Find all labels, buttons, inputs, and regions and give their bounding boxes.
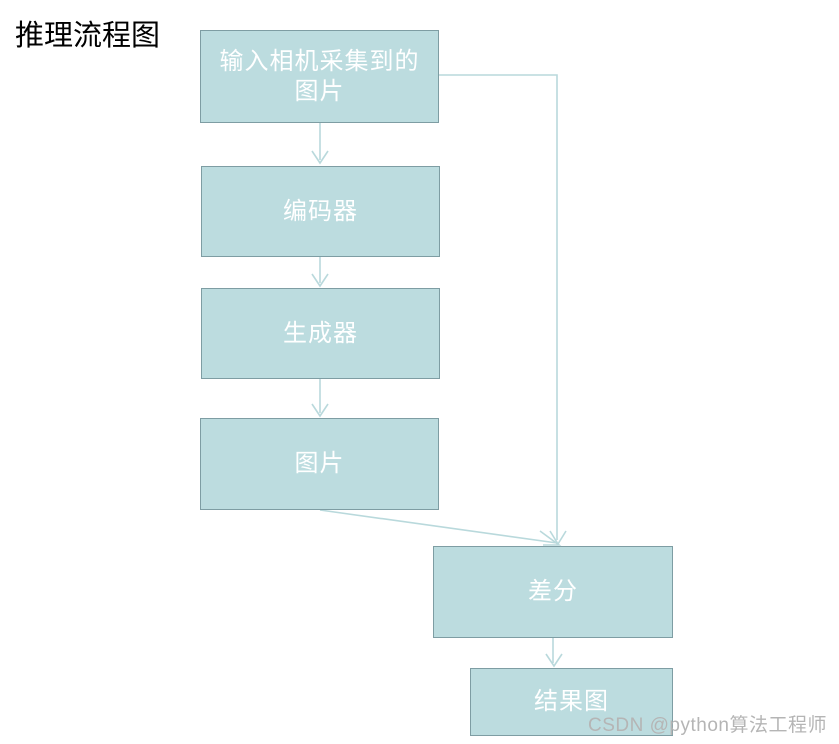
node-label: 生成器 bbox=[282, 320, 358, 347]
node-label: 结果图 bbox=[534, 689, 609, 715]
edge-input-to-diff bbox=[439, 74, 567, 546]
node-image[interactable]: 图片 bbox=[200, 418, 439, 510]
node-label: 差分 bbox=[528, 579, 578, 605]
node-input-camera-image[interactable]: 输入相机采集到的图片 bbox=[200, 30, 439, 123]
node-label: 图片 bbox=[294, 451, 345, 477]
page-title: 推理流程图 bbox=[15, 20, 161, 52]
edge-input-to-encoder bbox=[311, 123, 329, 165]
edge-diff-to-result bbox=[545, 638, 563, 668]
node-generator[interactable]: 生成器 bbox=[201, 288, 440, 379]
edge-generator-to-image bbox=[311, 379, 329, 418]
node-encoder[interactable]: 编码器 bbox=[201, 166, 440, 257]
node-label: 输入相机采集到的图片 bbox=[219, 48, 420, 105]
node-result-image[interactable]: 结果图 bbox=[470, 668, 673, 736]
edge-encoder-to-generator bbox=[311, 257, 329, 288]
edge-image-to-diff bbox=[319, 509, 562, 546]
node-label: 编码器 bbox=[282, 198, 358, 225]
node-difference[interactable]: 差分 bbox=[433, 546, 673, 638]
watermark: CSDN @python算法工程师 bbox=[588, 715, 827, 736]
